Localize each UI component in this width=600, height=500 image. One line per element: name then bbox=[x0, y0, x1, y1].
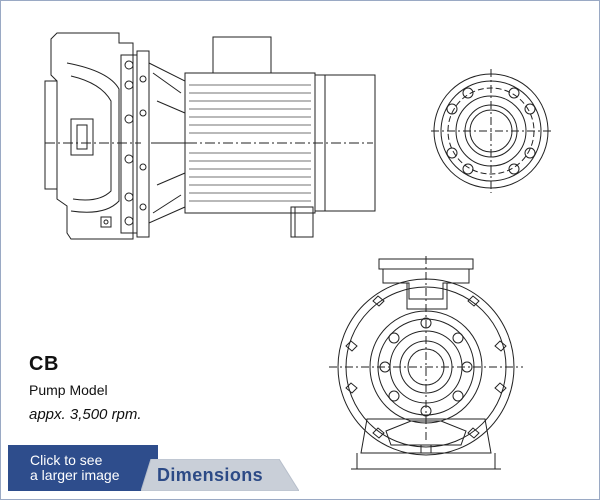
side-view-drawing bbox=[44, 32, 376, 240]
larger-image-button[interactable]: Click to see a larger image bbox=[8, 445, 158, 491]
flange-end-view bbox=[431, 69, 553, 193]
bottom-band bbox=[1, 491, 599, 499]
larger-image-label-line2: a larger image bbox=[30, 467, 120, 483]
dimensions-tab[interactable]: Dimensions bbox=[141, 459, 299, 491]
rpm-label: appx. 3,500 rpm. bbox=[29, 406, 142, 423]
front-view-drawing bbox=[329, 256, 523, 470]
dimensions-label: Dimensions bbox=[157, 465, 264, 485]
model-label: Pump Model bbox=[29, 382, 108, 398]
dimensions-tab-shape bbox=[141, 459, 299, 491]
model-code: CB bbox=[29, 353, 59, 375]
larger-image-label-line1: Click to see bbox=[30, 452, 103, 468]
